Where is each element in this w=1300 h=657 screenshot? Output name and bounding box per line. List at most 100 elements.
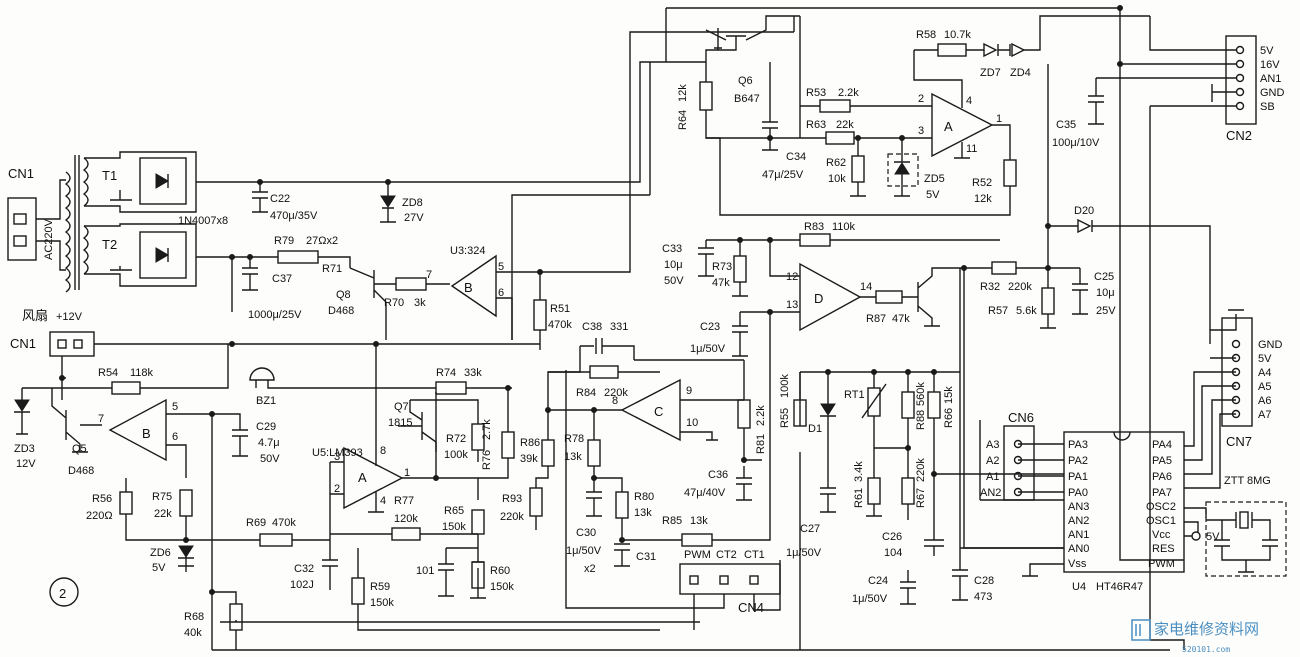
u5a-pin1: 1 xyxy=(404,467,410,479)
mcu-pin-pa4: PA4 xyxy=(1152,439,1172,451)
cn2-pin-gnd: GND xyxy=(1260,87,1285,99)
cn7-pin-a5: A5 xyxy=(1258,381,1271,393)
r79-ref: R79 xyxy=(274,235,294,247)
u3a-label: A xyxy=(944,119,953,134)
u3b-label: B xyxy=(464,280,473,295)
mcu-right-pins: PA4 PA5 PA6 PA7 OSC2 OSC1 Vcc RES PWM xyxy=(1146,439,1176,570)
c35-value: 100μ/10V xyxy=(1052,137,1100,149)
r73-value: 47k xyxy=(712,277,730,289)
q6-value: B647 xyxy=(734,93,760,105)
t2-label: T2 xyxy=(102,237,117,252)
r75-value: 22k xyxy=(154,508,172,520)
c30-value: 1μ/50V xyxy=(566,545,602,557)
r65-ref: R65 xyxy=(444,505,464,517)
zd5-ref: ZD5 xyxy=(924,173,945,185)
u5a-pin2: 2 xyxy=(334,483,340,495)
mcu-pin-pa5: PA5 xyxy=(1152,455,1172,467)
mcu-pin-an2: AN2 xyxy=(1068,515,1089,527)
r81-ref: R81 xyxy=(755,434,767,454)
r72-value: 100k xyxy=(444,449,468,461)
rectifier-note: 1N4007x8 xyxy=(178,215,228,227)
d1-ref: D1 xyxy=(808,423,822,435)
c33-value: 10μ xyxy=(664,259,683,271)
cn7-label: CN7 xyxy=(1226,434,1252,449)
c24-ref: C24 xyxy=(868,575,888,587)
c23-ref: C23 xyxy=(700,321,720,333)
r84-value: 220k xyxy=(604,387,628,399)
watermark-logo-icon xyxy=(1131,619,1151,641)
r74-ref: R74 xyxy=(436,367,456,379)
r67-value: 220k xyxy=(915,458,927,482)
c28-ref: C28 xyxy=(974,575,994,587)
mcu-vcc-supply: 5V xyxy=(1206,531,1220,543)
watermark-url: 520101.com xyxy=(1182,645,1230,654)
figure-number: 2 xyxy=(59,586,66,601)
mcu-pin-pa2: PA2 xyxy=(1068,455,1088,467)
r68-ref: R68 xyxy=(184,611,204,623)
r87-ref: R87 xyxy=(866,313,886,325)
r67-ref: R67 xyxy=(915,488,927,508)
mcu-pin-res: RES xyxy=(1152,543,1175,555)
c32-value: 102J xyxy=(290,579,314,591)
c31-ref: C31 xyxy=(636,551,656,563)
r62-ref: R62 xyxy=(826,157,846,169)
comparator-u5a-section: A 3 2 8 4 1 U5:LM393 R74 33k Q7 1815 R72… xyxy=(212,344,1170,651)
r83-ref: R83 xyxy=(804,221,824,233)
c33-ref: C33 xyxy=(662,243,682,255)
u-d-pin13: 13 xyxy=(786,299,798,311)
r76-label: R76 xyxy=(481,450,493,470)
c24-value: 1μ/50V xyxy=(852,593,888,605)
u-d-label: D xyxy=(814,291,823,306)
mcu-pin-pa3: PA3 xyxy=(1068,439,1088,451)
r70-value: 3k xyxy=(414,297,426,309)
r59-ref: R59 xyxy=(370,581,390,593)
power-input-section: CN1 AC220V T1 T2 1N4007x8 C22 470μ/35V Z… xyxy=(7,61,650,293)
u5b-pin7: 7 xyxy=(98,413,104,425)
u3a-pin1: 1 xyxy=(996,113,1002,125)
u3a-pin3: 3 xyxy=(918,125,924,137)
mcu-part: HT46R47 xyxy=(1096,581,1143,593)
zd6-ref: ZD6 xyxy=(150,547,171,559)
r56-ref: R56 xyxy=(92,493,112,505)
watermark: 家电维修资料网 520101.com xyxy=(1131,619,1259,654)
watermark-text: 家电维修资料网 xyxy=(1154,620,1259,638)
r83-value: 110k xyxy=(832,221,856,233)
mcu-pin-vss: Vss xyxy=(1068,558,1087,570)
cn6-pin-a3: A3 xyxy=(986,439,999,451)
c29-value: 4.7μ xyxy=(258,437,280,449)
c36-value: 47μ/40V xyxy=(684,487,726,499)
mcu-pin-an1: AN1 xyxy=(1068,529,1089,541)
u-c-label: C xyxy=(654,404,663,419)
u5a-pin8: 8 xyxy=(380,445,386,457)
r63-ref: R63 xyxy=(806,119,826,131)
r51-ref: R51 xyxy=(550,303,570,315)
r62-value: 10k xyxy=(828,173,846,185)
c22-value: 470μ/35V xyxy=(270,210,318,222)
mcu-pin-pwm: PWM xyxy=(1148,558,1175,570)
u5a-pin3: 3 xyxy=(334,451,340,463)
amplifier-c-section: C38 331 R84 220k C 8 9 10 R86 39k R93 22… xyxy=(500,312,781,630)
zd5-value: 5V xyxy=(926,189,940,201)
r85-ref: R85 xyxy=(662,515,682,527)
r78-ref: R78 xyxy=(564,433,584,445)
mcu-pin-pa7: PA7 xyxy=(1152,487,1172,499)
r55-ref: R55 xyxy=(779,408,791,428)
mcu-pin-an0: AN0 xyxy=(1068,543,1089,555)
c37-value: 1000μ/25V xyxy=(248,309,302,321)
zd6-value: 5V xyxy=(152,562,166,574)
crystal-label: ZTT 8MG xyxy=(1224,475,1271,487)
q8-value: D468 xyxy=(328,305,354,317)
cn7-pin-a7: A7 xyxy=(1258,409,1271,421)
r75-ref: R75 xyxy=(152,491,172,503)
r51-value: 470k xyxy=(548,319,572,331)
c27-value: 1μ/50V xyxy=(786,547,822,559)
r71-ref: R71 xyxy=(322,263,342,275)
r66-ref: R66 xyxy=(943,408,955,428)
c30-qty: x2 xyxy=(584,563,596,575)
c33-voltage: 50V xyxy=(664,275,684,287)
c23-value: 1μ/50V xyxy=(690,343,726,355)
r64-ref: R64 xyxy=(677,110,689,130)
fan-driver-section: 风扇 +12V CN1 ZD3 12V Q5 D468 B 7 5 6 R54 … xyxy=(10,308,540,650)
u5-label: U5:LM393 xyxy=(312,447,363,459)
r73-ref: R73 xyxy=(712,261,732,273)
